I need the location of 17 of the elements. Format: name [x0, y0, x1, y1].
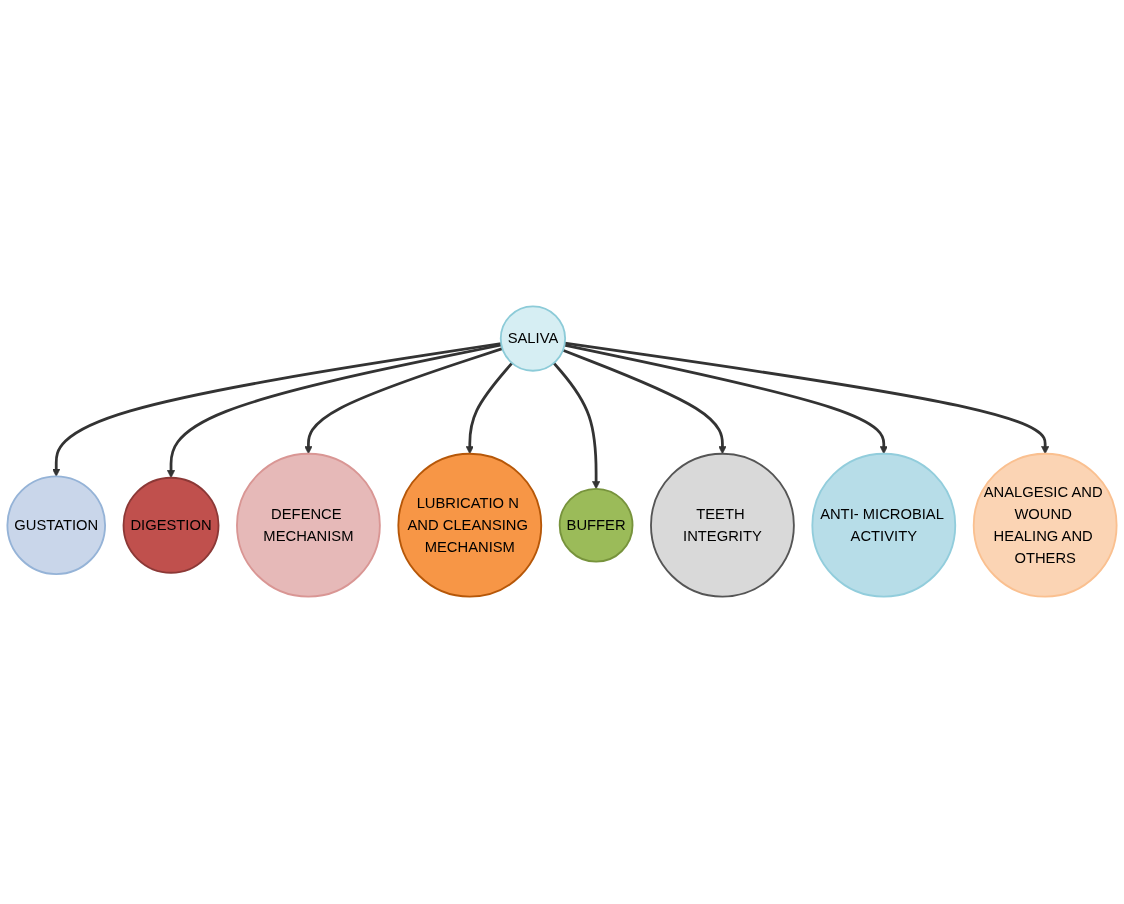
node-circle: GUSTATION [6, 475, 106, 576]
arrow [564, 342, 1050, 455]
node-circle: SALIVA [499, 305, 567, 373]
arrow [166, 344, 502, 479]
node-circle: DIGESTION [122, 477, 220, 575]
arrow [552, 362, 601, 490]
node-circle: ANTI- MICROBIAL ACTIVITY [811, 453, 957, 599]
node-circle: LUBRICATIO N AND CLEANSING MECHANISM [397, 453, 543, 599]
arrow [465, 362, 514, 455]
arrow [562, 349, 727, 455]
arrow [52, 342, 502, 478]
node-circle: ANALGESIC AND WOUND HEALING AND OTHERS [972, 453, 1118, 599]
arrow [564, 344, 888, 455]
node-circle: DEFENCE MECHANISM [236, 453, 381, 599]
node-circle: BUFFER [558, 488, 634, 564]
node-circle: TEETH INTEGRITY [650, 453, 795, 599]
arrow [304, 347, 503, 455]
